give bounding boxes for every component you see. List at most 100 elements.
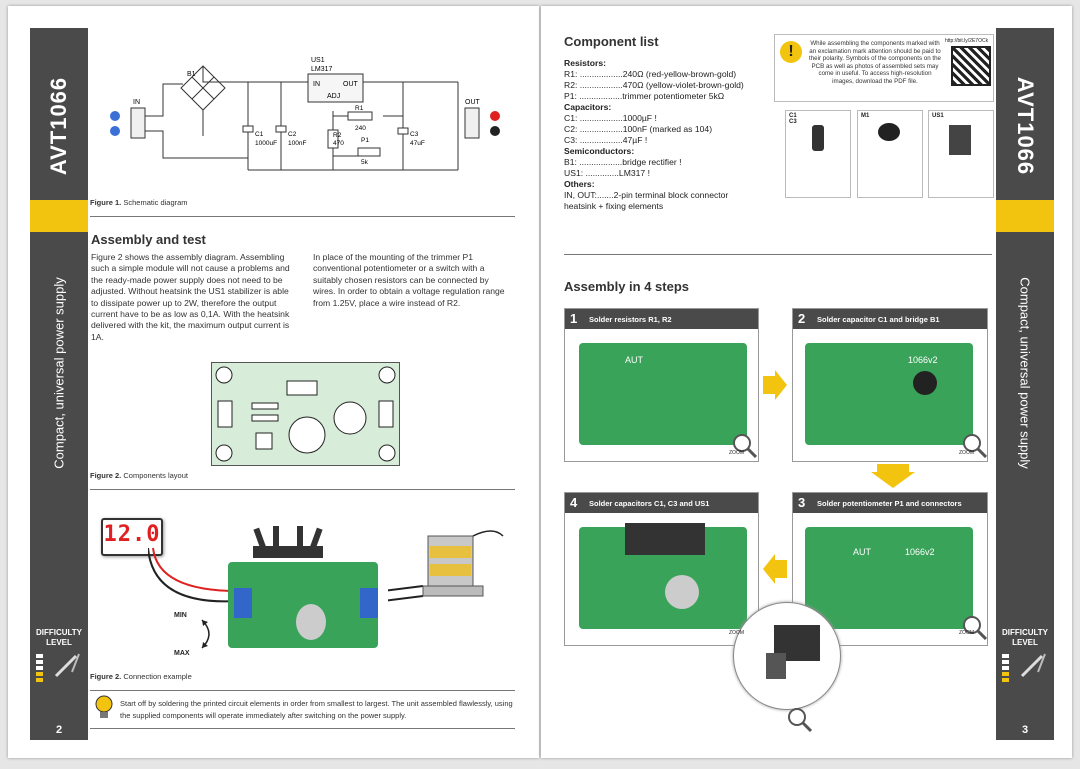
warning-box: ! While assembling the components marked… [774,34,994,102]
component-group-title: Capacitors: [564,102,612,112]
assembly-paragraph-2: In place of the mounting of the trimmer … [313,252,505,308]
schematic-r1-value: 240 [355,125,366,132]
page-number: 3 [1021,724,1029,736]
schematic-r1: R1 [355,105,364,112]
zoom-icon[interactable] [961,614,988,641]
min-label: MIN [174,612,187,619]
transformer-icon [388,530,504,602]
component-group-title: Others: [564,179,595,189]
sidebar-yellow-band [30,200,88,232]
figure1-caption: Figure 1. Schematic diagram [90,198,188,207]
schematic-us1: US1 [311,57,325,64]
left-page: AVT1066 Compact, universal power supply … [8,6,539,758]
arrow-left-icon [763,554,787,584]
zoom-icon[interactable] [731,432,758,459]
zoom-label: ZOOM [959,450,974,456]
schematic-c1: C1 [255,131,264,138]
schematic-lm317: LM317 [311,66,333,73]
component-group-title: Resistors: [564,58,607,68]
schematic-c2: C2 [288,131,297,138]
lightbulb-icon [95,695,113,718]
component-item: C3: ..................47µF ! [564,135,648,145]
heatsink-icon [253,526,323,558]
zoom-icon[interactable] [961,432,988,459]
schematic-c1-value: 1000uF [255,140,277,147]
right-sidebar: AVT1066 Compact, universal power supply … [996,28,1054,740]
component-item: C2: ..................100nF (marked as 1… [564,124,713,134]
component-list: Resistors:R1: ..................240Ω (re… [564,58,784,212]
component-group-title: Semiconductors: [564,146,635,156]
terminal-block [234,588,252,618]
rotate-arrow-icon [201,619,210,649]
heatsink-zoom-circle [733,602,841,710]
product-code: AVT1066 [46,76,71,176]
tip-text: Start off by soldering the printed circu… [120,699,513,720]
steps-heading: Assembly in 4 steps [564,279,689,294]
max-label: MAX [174,650,190,657]
schematic-diagram: IN OUT B1 US1 LM317 IN OUT ADJ C1 1000uF… [110,57,500,171]
soldering-iron-icon [54,653,80,678]
schematic-c2-value: 100nF [288,140,306,147]
zoom-label: ZOOM [729,450,744,456]
schematic-pin-in: IN [313,81,320,88]
components-layout-figure [211,362,400,466]
schematic-c3-value: 47uF [410,140,425,147]
component-list-heading: Component list [564,34,659,49]
exclamation-icon: ! [780,41,802,63]
schematic-in-label: IN [133,99,140,106]
component-item: R2: ..................470Ω (yellow-viole… [564,80,744,90]
difficulty-bars [36,654,46,684]
page-number: 2 [55,724,63,736]
divider [90,728,515,729]
photo-regulator: US1 [928,110,994,198]
product-subtitle: Compact, universal power supply [51,277,67,469]
qr-code-icon[interactable] [951,46,991,86]
component-item: R1: ..................240Ω (red-yellow-b… [564,69,737,79]
right-page: AVT1066 Compact, universal power supply … [541,6,1072,758]
product-code: AVT1066 [1013,76,1038,176]
arrow-down-icon [871,464,915,488]
component-item: P1: ..................trimmer potentiome… [564,91,725,101]
zoom-icon[interactable] [786,706,813,733]
capacitor-photo [296,604,326,640]
divider [90,216,515,217]
warning-text: While assembling the components marked w… [809,40,941,85]
schematic-pin-adj: ADJ [327,93,340,100]
schematic-out-label: OUT [465,99,481,106]
schematic-c3: C3 [410,131,419,138]
component-item: IN, OUT:.......2-pin terminal block conn… [564,190,729,200]
divider [90,489,515,490]
photo-bridge-rectifier: M1 [857,110,923,198]
assembly-paragraph-1: Figure 2 shows the assembly diagram. Ass… [91,252,290,342]
arrow-right-icon [763,370,787,400]
schematic-r2-value: 470 [333,140,344,147]
divider [90,690,515,691]
soldering-iron-icon [1020,653,1046,678]
divider [564,254,992,255]
component-item: US1: ..............LM317 ! [564,168,650,178]
schematic-r2: R2 [333,132,342,139]
figure3-caption: Figure 2. Connection example [90,672,192,681]
schematic-p1: P1 [361,137,369,144]
product-subtitle: Compact, universal power supply [1017,277,1033,469]
component-item: B1: ..................bridge rectifier ! [564,157,682,167]
qr-url[interactable]: http://bit.ly/2E7OCk [945,38,989,44]
zoom-label: ZOOM [729,630,744,636]
difficulty-bars [1002,654,1012,684]
component-item: heatsink + fixing elements [564,201,664,211]
connection-wires [148,547,239,603]
voltage-display: 12.0 [101,518,163,556]
left-sidebar: AVT1066 Compact, universal power supply … [30,28,88,740]
terminal-block [360,588,378,618]
assembly-heading: Assembly and test [91,232,206,247]
schematic-p1-value: 5k [361,159,369,166]
component-item: C1: ..................1000µF ! [564,113,657,123]
sidebar-yellow-band [996,200,1054,232]
